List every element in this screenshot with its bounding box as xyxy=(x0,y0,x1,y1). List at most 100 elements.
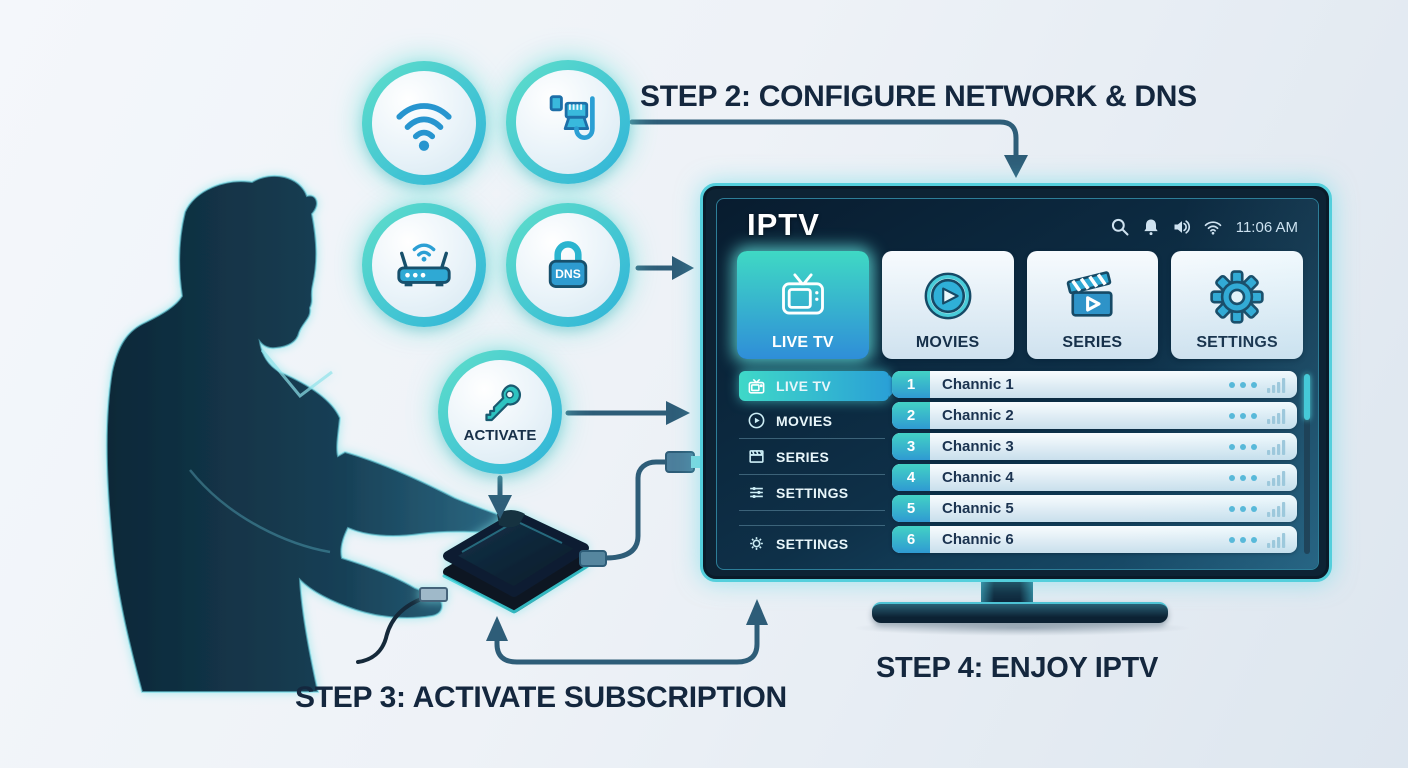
tile-label: LIVE TV xyxy=(771,334,834,351)
gear-icon xyxy=(1209,251,1265,334)
channel-scrollbar[interactable] xyxy=(1304,372,1310,554)
channel-options-icon[interactable] xyxy=(1229,536,1257,543)
signal-strength-icon xyxy=(1267,377,1286,393)
clock-text: 11:06 AM xyxy=(1235,218,1298,236)
tv-screen: IPTV xyxy=(716,198,1319,570)
step3-label: STEP 3: ACTIVATE SUBSCRIPTION xyxy=(295,681,787,714)
hand-fingers xyxy=(497,510,525,528)
channel-options-icon[interactable] xyxy=(1229,381,1257,388)
tv-stand-base xyxy=(872,602,1168,623)
channel-options-icon[interactable] xyxy=(1229,505,1257,512)
hdmi-cable xyxy=(579,451,700,567)
sidebar-label: MOVIES xyxy=(776,412,833,429)
ethernet-plug xyxy=(419,587,448,602)
channel-list: 1 Channic 1 2 Channic 2 3 xyxy=(892,371,1297,557)
tile-label: SETTINGS xyxy=(1196,334,1278,351)
tile-label: SERIES xyxy=(1062,334,1123,351)
router-badge xyxy=(362,203,486,327)
wifi-status-icon[interactable] xyxy=(1203,217,1223,237)
channel-name: Channic 2 xyxy=(942,407,1014,424)
sidebar-label: SETTINGS xyxy=(776,484,849,501)
channel-row[interactable]: 5 Channic 5 xyxy=(892,495,1297,522)
retro-tv-icon xyxy=(777,251,829,334)
set-top-box xyxy=(419,510,590,614)
router-icon xyxy=(397,243,451,287)
channel-row[interactable]: 1 Channic 1 xyxy=(892,371,1297,398)
dns-badge: DNS xyxy=(506,203,630,327)
channel-name: Channic 6 xyxy=(942,531,1014,548)
step2-label: STEP 2: CONFIGURE NETWORK & DNS xyxy=(640,80,1197,113)
tv-stand-shadow xyxy=(852,620,1192,636)
step4-label: STEP 4: ENJOY IPTV xyxy=(875,652,1159,684)
wifi-icon xyxy=(396,103,452,151)
tile-label: MOVIES xyxy=(915,334,980,351)
retro-tv-icon xyxy=(748,378,765,394)
clapperboard-icon xyxy=(749,450,764,463)
sidebar-divider xyxy=(739,510,885,511)
tile-movies[interactable]: MOVIES xyxy=(881,251,1014,359)
dns-lock-icon: DNS xyxy=(548,241,588,288)
channel-row[interactable]: 6 Channic 6 xyxy=(892,526,1297,553)
dns-badge-text: DNS xyxy=(555,267,581,281)
tile-settings[interactable]: SETTINGS xyxy=(1171,251,1303,359)
channel-number-badge: 2 xyxy=(892,402,930,429)
sidebar-item-series[interactable]: SERIES xyxy=(739,443,885,470)
channel-number-badge: 6 xyxy=(892,526,930,553)
activate-badge-label: ACTIVATE xyxy=(463,426,537,444)
channel-options-icon[interactable] xyxy=(1229,443,1257,450)
channel-name: Channic 1 xyxy=(942,376,1014,393)
tv-stand-neck xyxy=(981,580,1033,604)
sidebar-divider xyxy=(739,525,885,526)
sliders-icon xyxy=(750,486,763,499)
signal-strength-icon xyxy=(1267,501,1286,517)
scrollbar-thumb[interactable] xyxy=(1304,374,1310,420)
ethernet-badge xyxy=(506,60,630,184)
volume-icon[interactable] xyxy=(1172,217,1192,237)
sidebar-divider xyxy=(739,474,885,475)
search-icon[interactable] xyxy=(1110,217,1130,237)
step2-arrow xyxy=(629,119,1019,159)
play-circle-icon xyxy=(920,251,976,334)
signal-strength-icon xyxy=(1267,408,1286,424)
channel-row[interactable]: 2 Channic 2 xyxy=(892,402,1297,429)
app-title: IPTV xyxy=(747,207,820,242)
wifi-badge xyxy=(362,61,486,185)
power-cord xyxy=(356,596,426,664)
arrowheads xyxy=(486,155,1028,641)
tile-live-tv[interactable]: LIVE TV xyxy=(737,251,869,359)
signal-strength-icon xyxy=(1267,439,1286,455)
status-bar: 11:06 AM xyxy=(1110,217,1298,237)
sidebar-item-settings-sliders[interactable]: SETTINGS xyxy=(739,479,885,506)
menu-tiles: LIVE TV MOVIES xyxy=(737,251,1303,359)
channel-number-badge: 1 xyxy=(892,371,930,398)
channel-name: Channic 5 xyxy=(942,500,1014,517)
channel-row[interactable]: 4 Channic 4 xyxy=(892,464,1297,491)
channel-row[interactable]: 3 Channic 3 xyxy=(892,433,1297,460)
sidebar-item-settings-gear[interactable]: SETTINGS xyxy=(739,530,885,557)
sidebar-label: SERIES xyxy=(776,448,830,465)
gear-icon xyxy=(750,537,763,550)
activate-badge: ACTIVATE xyxy=(438,350,562,474)
key-icon xyxy=(485,383,522,421)
shirt-fold xyxy=(189,469,331,554)
play-circle-icon xyxy=(748,412,765,429)
channel-number-badge: 5 xyxy=(892,495,930,522)
shirt-collar xyxy=(260,349,333,399)
sidebar-label: SETTINGS xyxy=(776,535,849,552)
clapperboard-icon xyxy=(1064,251,1120,334)
channel-name: Channic 3 xyxy=(942,438,1014,455)
channel-number-badge: 4 xyxy=(892,464,930,491)
tile-series[interactable]: SERIES xyxy=(1026,251,1159,359)
channel-name: Channic 4 xyxy=(942,469,1014,486)
channel-number-badge: 3 xyxy=(892,433,930,460)
channel-options-icon[interactable] xyxy=(1229,474,1257,481)
bell-icon[interactable] xyxy=(1141,217,1161,237)
signal-strength-icon xyxy=(1267,532,1286,548)
sidebar-item-movies[interactable]: MOVIES xyxy=(739,407,885,434)
step3-connector xyxy=(494,621,760,665)
sidebar-item-live-tv[interactable]: LIVE TV xyxy=(739,371,889,401)
channel-options-icon[interactable] xyxy=(1229,412,1257,419)
signal-strength-icon xyxy=(1267,470,1286,486)
